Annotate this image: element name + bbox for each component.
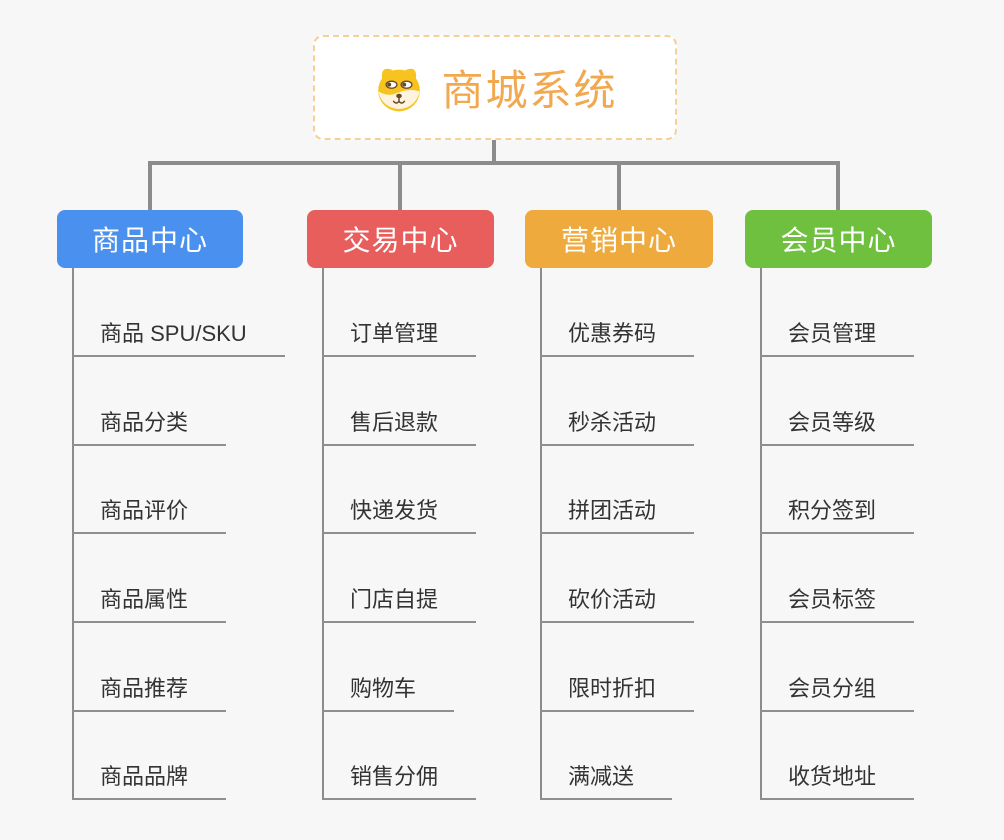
subtopic-marketing-1[interactable]: 秒杀活动 — [540, 405, 695, 446]
branch-topic-member-center[interactable]: 会员中心 — [745, 210, 932, 268]
subtopic-product-3[interactable]: 商品属性 — [72, 582, 227, 623]
root-topic[interactable]: 商城系统 — [313, 35, 677, 140]
connector-drop-marketing — [617, 164, 621, 210]
subtopic-member-2[interactable]: 积分签到 — [760, 493, 915, 534]
connector-branch-trunk-member — [760, 268, 762, 800]
subtopic-trade-5[interactable]: 销售分佣 — [322, 759, 477, 800]
subtopic-marketing-3[interactable]: 砍价活动 — [540, 582, 695, 623]
connector-drop-member — [836, 164, 840, 210]
subtopic-trade-1[interactable]: 售后退款 — [322, 405, 477, 446]
connector-branch-trunk-marketing — [540, 268, 542, 800]
root-topic-label: 商城系统 — [441, 67, 618, 114]
branch-topic-marketing-center[interactable]: 营销中心 — [525, 210, 713, 268]
subtopic-product-2[interactable]: 商品评价 — [72, 493, 227, 534]
subtopic-product-0[interactable]: 商品 SPU/SKU — [72, 316, 285, 357]
subtopic-member-0[interactable]: 会员管理 — [760, 316, 915, 357]
subtopic-member-4[interactable]: 会员分组 — [760, 671, 915, 712]
subtopic-product-5[interactable]: 商品品牌 — [72, 759, 227, 800]
subtopic-trade-4[interactable]: 购物车 — [322, 671, 455, 712]
connector-drop-product — [148, 164, 152, 210]
subtopic-member-5[interactable]: 收货地址 — [760, 759, 915, 800]
connector-drop-trade — [398, 164, 402, 210]
branch-topic-trade-center[interactable]: 交易中心 — [307, 210, 494, 268]
subtopic-member-1[interactable]: 会员等级 — [760, 405, 915, 446]
connector-branch-trunk-product — [72, 268, 74, 800]
subtopic-marketing-0[interactable]: 优惠券码 — [540, 316, 695, 357]
subtopic-product-4[interactable]: 商品推荐 — [72, 671, 227, 712]
subtopic-trade-0[interactable]: 订单管理 — [322, 316, 477, 357]
connector-horizontal-bar — [148, 161, 840, 165]
subtopic-marketing-4[interactable]: 限时折扣 — [540, 671, 695, 712]
subtopic-marketing-5[interactable]: 满减送 — [540, 759, 673, 800]
branch-topic-product-center[interactable]: 商品中心 — [57, 210, 243, 268]
subtopic-marketing-2[interactable]: 拼团活动 — [540, 493, 695, 534]
subtopic-trade-2[interactable]: 快递发货 — [322, 493, 477, 534]
connector-root-trunk — [492, 139, 496, 163]
shiba-dog-icon — [378, 68, 421, 111]
subtopic-trade-3[interactable]: 门店自提 — [322, 582, 477, 623]
connector-branch-trunk-trade — [322, 268, 324, 800]
subtopic-product-1[interactable]: 商品分类 — [72, 405, 227, 446]
subtopic-member-3[interactable]: 会员标签 — [760, 582, 915, 623]
